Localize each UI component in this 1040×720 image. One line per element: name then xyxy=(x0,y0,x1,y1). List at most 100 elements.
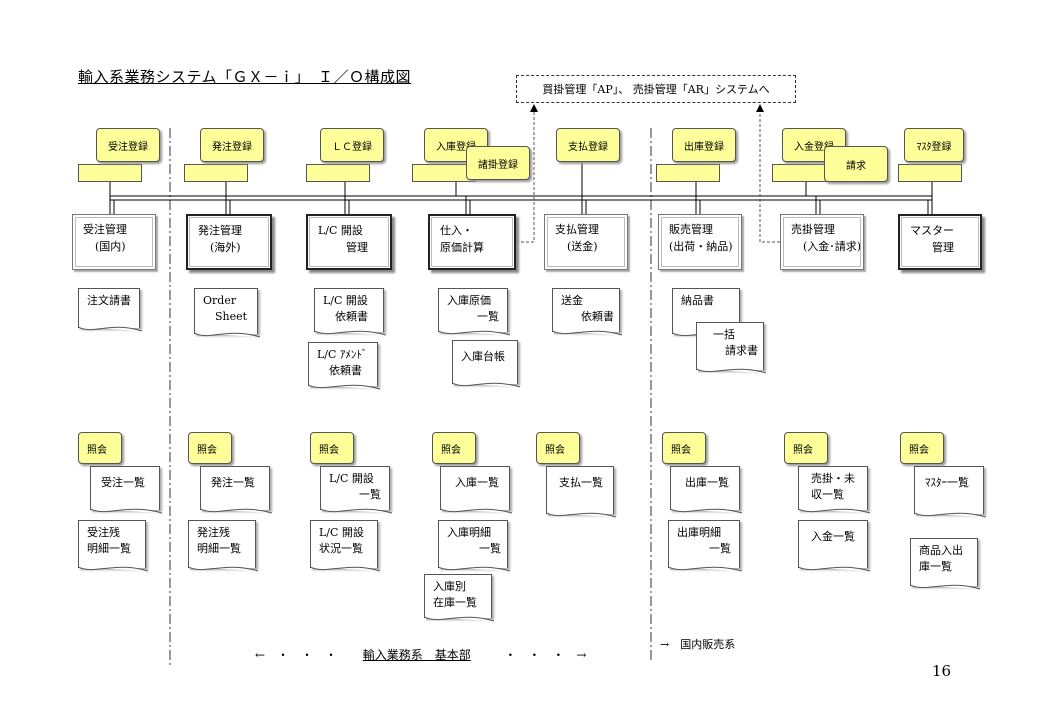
system-receivables-management: 売掛管理 (入金･請求) xyxy=(780,214,864,270)
doc-label: 送金 xyxy=(561,294,583,307)
doc-label: 支払一覧 xyxy=(559,476,603,489)
doc-receipt-ledger: 入庫台帳 xyxy=(452,340,520,388)
inquiry-receipt-detail: 入庫明細 一覧 xyxy=(438,520,510,572)
inquiry-payment-list: 支払一覧 xyxy=(546,466,616,518)
doc-receipt-cost-list: 入庫原価 一覧 xyxy=(438,288,510,336)
doc-label: 状況一覧 xyxy=(319,542,363,555)
system-label: 支払管理 xyxy=(555,223,599,236)
inquiry-tab: 照会 xyxy=(536,432,580,464)
doc-label: 入庫一覧 xyxy=(455,476,499,489)
inquiry-product-inout: 商品入出 庫一覧 xyxy=(910,538,980,590)
inquiry-tab: 照会 xyxy=(78,432,122,464)
inquiry-receivables-list: 売掛・未 収一覧 xyxy=(798,466,870,514)
system-sublabel: 管理 xyxy=(346,241,368,254)
doc-label: 入庫明細 xyxy=(447,526,491,539)
system-purchase-management: 発注管理 (海外) xyxy=(186,214,272,270)
input-shipment-registration: 出庫登録 xyxy=(672,128,736,162)
doc-label: 在庫一覧 xyxy=(433,596,477,609)
system-label: 受注管理 xyxy=(83,223,127,236)
inquiry-tab: 照会 xyxy=(432,432,476,464)
system-sublabel: (入金･請求) xyxy=(803,240,862,253)
input-master-registration: ﾏｽﾀ登録 xyxy=(904,128,964,162)
system-label: L/C 開設 xyxy=(318,224,363,237)
import-core-span: ← ・ ・ ・ 輸入業務系 基本部 ・ ・ ・ → xyxy=(255,646,586,663)
doc-label: 一括 xyxy=(713,328,735,341)
input-charges-registration: 諸掛登録 xyxy=(466,146,530,180)
doc-label: 商品入出 xyxy=(919,544,963,557)
system-order-management: 受注管理 (国内) xyxy=(72,214,156,270)
doc-label: 依頼書 xyxy=(581,310,614,323)
system-sublabel: (国内) xyxy=(95,240,126,253)
inquiry-shipment-list: 出庫一覧 xyxy=(670,466,742,514)
input-tray xyxy=(78,164,142,182)
doc-label: 入庫別 xyxy=(433,580,466,593)
system-sublabel: (送金) xyxy=(567,240,598,253)
system-lc-management: L/C 開設 管理 xyxy=(306,214,392,270)
doc-label: 入庫原価 xyxy=(447,294,491,307)
system-label: マスター xyxy=(910,224,954,237)
input-lc-registration: ＬＣ登録 xyxy=(320,128,384,162)
inquiry-tab: 照会 xyxy=(900,432,944,464)
input-purchase-registration: 発注登録 xyxy=(200,128,264,162)
system-label: 販売管理 xyxy=(669,223,713,236)
inquiry-tab: 照会 xyxy=(662,432,706,464)
system-sublabel: 管理 xyxy=(932,241,954,254)
doc-order-sheet: Order Sheet xyxy=(194,288,260,338)
doc-label: 一覧 xyxy=(709,542,731,555)
system-sales-management: 販売管理 (出荷・納品) xyxy=(658,214,742,270)
input-billing: 請求 xyxy=(824,146,888,182)
inquiry-tab: 照会 xyxy=(310,432,354,464)
doc-label: 明細一覧 xyxy=(197,542,241,555)
inquiry-lc-list: L/C 開設 一覧 xyxy=(320,466,392,514)
doc-label: 出庫一覧 xyxy=(685,476,729,489)
input-tray xyxy=(898,164,962,182)
doc-label: L/C 開設 xyxy=(329,472,374,485)
inquiry-payment-receipt-list: 入金一覧 xyxy=(798,520,870,572)
page-title: 輸入系業務システム「ＧＸ－ｉ」 Ｉ／Ｏ構成図 xyxy=(78,68,412,86)
inquiry-order-list: 受注一覧 xyxy=(90,466,162,514)
input-tray xyxy=(656,164,720,182)
doc-label: 発注残 xyxy=(197,526,230,539)
inquiry-purchase-backlog: 発注残 明細一覧 xyxy=(188,520,258,572)
doc-label: 入庫台帳 xyxy=(461,350,505,363)
doc-label: 依頼書 xyxy=(335,310,368,323)
import-core-label: 輸入業務系 基本部 xyxy=(362,648,471,662)
doc-lc-application: L/C 開設 依頼書 xyxy=(314,288,386,336)
doc-label: Order xyxy=(203,294,237,307)
doc-label: L/C ｱﾒﾝﾄﾞ xyxy=(317,348,368,361)
left-arrow: ← ・ ・ ・ xyxy=(255,648,338,662)
inquiry-purchase-list: 発注一覧 xyxy=(200,466,272,514)
right-arrow: ・ ・ ・ → xyxy=(504,648,587,662)
doc-label: 出庫明細 xyxy=(677,526,721,539)
external-systems-box: 買掛管理「AP」、 売掛管理「AR」システムへ xyxy=(516,75,796,103)
system-purchasing-costing: 仕入・ 原価計算 xyxy=(428,214,516,270)
system-sublabel: (出荷・納品) xyxy=(669,240,733,253)
system-sublabel: 原価計算 xyxy=(440,241,484,254)
doc-label: 一覧 xyxy=(359,488,381,501)
doc-label: 納品書 xyxy=(681,294,714,307)
inquiry-tab: 照会 xyxy=(188,432,232,464)
input-tray xyxy=(306,164,370,182)
doc-label: Sheet xyxy=(215,310,248,323)
input-tray xyxy=(184,164,248,182)
doc-label: L/C 開設 xyxy=(323,294,368,307)
doc-lc-amendment: L/C ｱﾒﾝﾄﾞ 依頼書 xyxy=(308,342,380,390)
doc-label: 依頼書 xyxy=(329,364,362,377)
inquiry-tab: 照会 xyxy=(784,432,828,464)
system-master-management: マスター 管理 xyxy=(898,214,982,270)
doc-label: L/C 開設 xyxy=(319,526,364,539)
system-label: 発注管理 xyxy=(198,224,242,237)
inquiry-lc-status: L/C 開設 状況一覧 xyxy=(310,520,380,572)
inquiry-stock-by-receipt: 入庫別 在庫一覧 xyxy=(424,574,494,622)
inquiry-receipt-list: 入庫一覧 xyxy=(440,466,512,514)
domestic-sales-label: → 国内販売系 xyxy=(660,638,736,651)
doc-order-confirmation: 注文請書 xyxy=(78,288,142,332)
doc-remittance-application: 送金 依頼書 xyxy=(552,288,622,336)
inquiry-order-backlog: 受注残 明細一覧 xyxy=(78,520,148,572)
doc-label: 庫一覧 xyxy=(919,560,952,573)
doc-label: 一覧 xyxy=(477,310,499,323)
doc-consolidated-invoice: 一括 請求書 xyxy=(696,322,766,374)
system-payment-management: 支払管理 (送金) xyxy=(544,214,628,270)
system-sublabel: (海外) xyxy=(210,241,241,254)
